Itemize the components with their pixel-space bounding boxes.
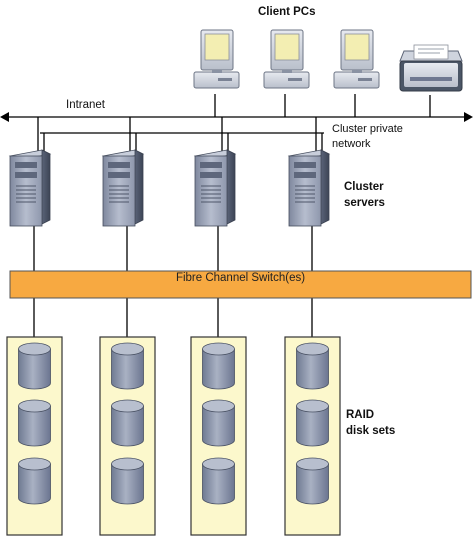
- disk-icon: [296, 342, 329, 390]
- disk-icon: [202, 457, 235, 505]
- raid-set-4: [284, 336, 341, 536]
- raid-set-1: [6, 336, 63, 536]
- cluster-servers-label-line1: Cluster: [344, 181, 384, 193]
- disk-icon: [296, 457, 329, 505]
- fibre-channel-switch-label: Fibre Channel Switch(es): [175, 272, 306, 284]
- disk-icon: [111, 342, 144, 390]
- raid-set-2: [99, 336, 156, 536]
- server-icon: [101, 149, 145, 227]
- disk-icon: [296, 399, 329, 447]
- computer-icon: [263, 29, 310, 89]
- client-pcs-label: Client PCs: [258, 6, 316, 18]
- cluster-private-network-label-line2: network: [332, 138, 371, 150]
- server-icon: [193, 149, 237, 227]
- client-pc-2: [263, 29, 310, 89]
- disk-icon: [111, 399, 144, 447]
- raid-disk-sets: [6, 336, 341, 536]
- cluster-server-3: [193, 149, 237, 227]
- disk-icon: [18, 457, 51, 505]
- disk-icon: [18, 399, 51, 447]
- raid-label-line2: disk sets: [346, 425, 396, 437]
- disk-icon: [111, 457, 144, 505]
- disk-icon: [202, 342, 235, 390]
- cluster-server-1: [8, 149, 52, 227]
- intranet-arrow-right: [464, 112, 473, 122]
- computer-icon: [193, 29, 240, 89]
- printer-icon: [399, 44, 463, 92]
- cluster-servers-label-line2: servers: [344, 197, 385, 209]
- server-icon: [287, 149, 331, 227]
- computer-icon: [333, 29, 380, 89]
- intranet-arrow-left: [0, 112, 9, 122]
- raid-set-3: [190, 336, 247, 536]
- disk-icon: [18, 342, 51, 390]
- fibre-channel-switch: [9, 270, 472, 299]
- cluster-server-2: [101, 149, 145, 227]
- server-icon: [8, 149, 52, 227]
- raid-label-line1: RAID: [346, 409, 375, 421]
- client-pc-1: [193, 29, 240, 89]
- cluster-private-network-label-line1: Cluster private: [332, 123, 403, 135]
- intranet-label: Intranet: [66, 99, 105, 111]
- printer: [399, 44, 463, 92]
- disk-icon: [202, 399, 235, 447]
- client-pc-3: [333, 29, 380, 89]
- cluster-server-4: [287, 149, 331, 227]
